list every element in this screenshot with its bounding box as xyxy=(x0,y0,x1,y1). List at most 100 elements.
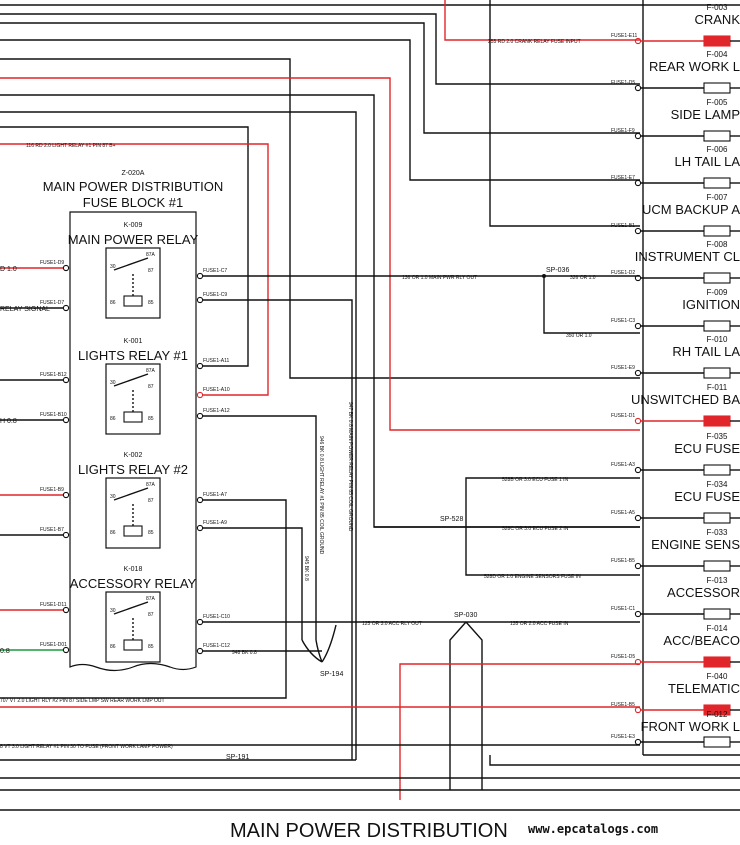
label-w947: 947 BK 0.8 MAIN POWER RELAY PIN 85 COIL … xyxy=(347,402,353,532)
fuse-id: F-014 xyxy=(707,624,728,633)
fuse-name: TELEMATIC xyxy=(668,681,740,696)
label-left-h08: H 0.8 xyxy=(0,418,17,425)
fuse-name: ECU FUSE xyxy=(674,489,740,504)
relay-id: K-001 xyxy=(124,338,143,345)
connector-terminal xyxy=(196,496,204,504)
fuse-element xyxy=(703,35,731,47)
fuse-element xyxy=(703,512,731,524)
relay-id: K-009 xyxy=(124,222,143,229)
fuse-id: F-034 xyxy=(707,480,728,489)
relay-name: LIGHTS RELAY #2 xyxy=(78,462,188,477)
connector-terminal xyxy=(196,618,204,626)
pin-86: 86 xyxy=(110,416,116,422)
block-id: Z-020A xyxy=(122,170,145,177)
label-w948: 948 BK 0.8 xyxy=(232,650,257,656)
relay-id: K-002 xyxy=(124,452,143,459)
relay-coil xyxy=(123,411,143,423)
relay-name: LIGHTS RELAY #1 xyxy=(78,348,188,363)
label-w946: 946 BK 0.8 LIGHT RELAY #1 PIN 85 COIL GR… xyxy=(318,436,324,555)
pin-87: 87 xyxy=(148,384,154,390)
fuse-connector-label: FUSE1-D5 xyxy=(611,80,635,86)
connector-label: FUSE1-C7 xyxy=(203,268,227,274)
fuse-id: F-033 xyxy=(707,528,728,537)
relay-coil xyxy=(123,525,143,537)
left-feeds: D 1.0 RELAY SIGNAL H 0.8 0.8 xyxy=(0,266,66,655)
fuse-element xyxy=(703,560,731,572)
sp036-label: SP-036 xyxy=(546,267,569,274)
fuse-id: F-035 xyxy=(707,432,728,441)
fuse-terminal xyxy=(634,179,642,187)
pin-30: 30 xyxy=(110,608,116,614)
connector-label: FUSE1-C10 xyxy=(203,614,230,620)
wire-946 xyxy=(201,415,317,640)
fuse-terminal xyxy=(634,562,642,570)
relay-contact xyxy=(113,487,149,501)
label-w326: 326 OR 1.0 xyxy=(570,275,596,281)
fuse-name: LH TAIL LA xyxy=(674,154,740,169)
fuse-block-outline xyxy=(69,211,197,672)
sp030-label: SP-030 xyxy=(454,612,477,619)
fuse-connector-label: FUSE1-A5 xyxy=(611,510,635,516)
fuse-terminal xyxy=(634,132,642,140)
connector-terminal xyxy=(196,524,204,532)
pin-87: 87 xyxy=(148,612,154,618)
fuse-terminal xyxy=(634,610,642,618)
fuse-terminal xyxy=(634,37,642,45)
fuse-element xyxy=(703,608,731,620)
fuse-terminal xyxy=(634,706,642,714)
connector-terminal xyxy=(62,531,70,539)
fuse-connector-label: FUSE1-F9 xyxy=(611,128,635,134)
fuse-name: INSTRUMENT CL xyxy=(635,249,740,264)
fuse-connector-label: FUSE1-E7 xyxy=(611,175,635,181)
connector-label: FUSE1-A12 xyxy=(203,408,230,414)
fuse-id: F-010 xyxy=(707,335,728,344)
page-title: MAIN POWER DISTRIBUTION xyxy=(230,820,508,842)
fuse-name: ENGINE SENS xyxy=(651,537,740,552)
fuse-name: IGNITION xyxy=(682,297,740,312)
pin-87: 87 xyxy=(148,268,154,274)
connector-terminal xyxy=(62,606,70,614)
relay-coil xyxy=(123,639,143,651)
connector-label: FUSE1-A10 xyxy=(203,387,230,393)
relay-contact xyxy=(113,373,149,387)
fuse-id: F-003 xyxy=(707,3,728,12)
fuse-id: F-006 xyxy=(707,145,728,154)
label-w528c: 528C OR 3.0 ECU FUSE 2 IN xyxy=(502,526,569,532)
fuse-element xyxy=(703,656,731,668)
fuse-name: SIDE LAMP xyxy=(671,107,740,122)
pin-87a: 87A xyxy=(146,596,156,602)
left-connectors: FUSE1-D9FUSE1-D7FUSE1-B12FUSE1-B10FUSE1-… xyxy=(40,260,70,654)
label-w125: 125 OR 3.0 ACC RLY OUT xyxy=(362,621,422,627)
fuse-name: ACCESSOR xyxy=(667,585,740,600)
label-w707: 707 VT 2.0 LIGHT RLY #2 PIN 87 SIDE LMP … xyxy=(0,698,165,704)
fuse-element xyxy=(703,177,731,189)
wire-947 xyxy=(201,299,353,760)
fuse-element xyxy=(703,464,731,476)
fuse-block-z020a: Z-020A MAIN POWER DISTRIBUTION FUSE BLOC… xyxy=(43,170,223,672)
fuse-id: F-013 xyxy=(707,576,728,585)
pin-30: 30 xyxy=(110,264,116,270)
pin-86: 86 xyxy=(110,300,116,306)
fuse-connector-label: FUSE1-E3 xyxy=(611,734,635,740)
fuse-terminal xyxy=(634,738,642,746)
fuse-element xyxy=(703,736,731,748)
pin-30: 30 xyxy=(110,494,116,500)
pin-30: 30 xyxy=(110,380,116,386)
connector-terminal xyxy=(62,264,70,272)
label-w255: 255 RD 2.0 CRANK RELAY FUSE INPUT xyxy=(488,39,581,45)
wire-350 xyxy=(543,276,640,334)
label-w528b: 528B OR 3.0 ECU FUSE 1 IN xyxy=(502,477,569,483)
fuse-name: REAR WORK L xyxy=(649,59,740,74)
